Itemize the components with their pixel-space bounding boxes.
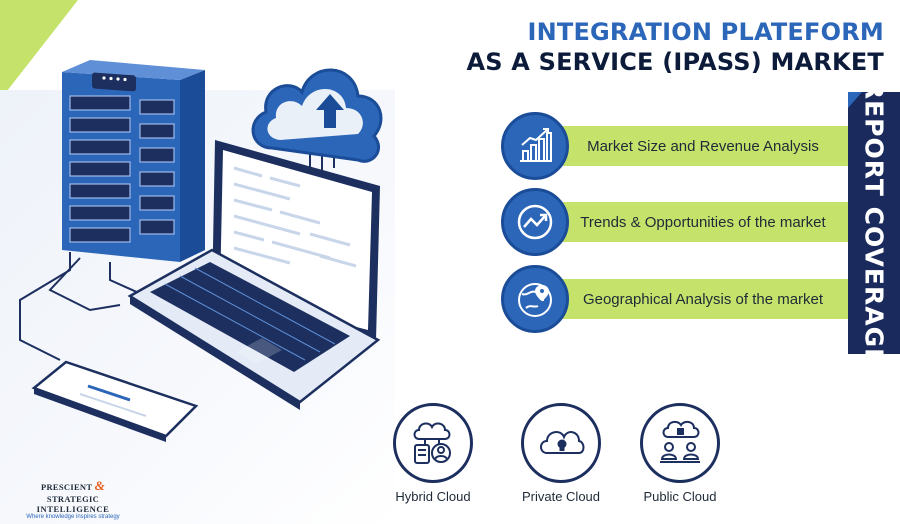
title-line-2: AS A SERVICE (IPASS) MARKET — [466, 48, 884, 76]
trend-arrow-icon — [501, 188, 569, 256]
public-cloud-icon — [640, 403, 720, 483]
option-label: Hybrid Cloud — [395, 489, 471, 504]
bar-chart-icon — [501, 112, 569, 180]
laptop-icon — [127, 140, 381, 410]
report-title: INTEGRATION PLATEFORM AS A SERVICE (IPAS… — [466, 18, 884, 78]
coverage-item-trends: Trends & Opportunities of the market — [520, 202, 852, 242]
option-label: Public Cloud — [643, 489, 717, 504]
tablet-icon — [31, 360, 199, 442]
report-coverage-banner — [848, 92, 900, 354]
cloud-computing-illustration — [19, 60, 383, 442]
logo-word-prescient: PRESCIENT — [40, 482, 93, 492]
coverage-label: Market Size and Revenue Analysis — [587, 137, 819, 155]
company-logo: PRESCIENT & STRATEGIC INTELLIGENCE Where… — [18, 478, 128, 520]
option-private-cloud: Private Cloud — [511, 403, 611, 504]
coverage-item-geographical: Geographical Analysis of the market — [520, 279, 852, 319]
option-hybrid-cloud: Hybrid Cloud — [383, 403, 483, 504]
logo-word-intelligence: INTELLIGENCE — [36, 504, 110, 514]
logo-ampersand: & — [94, 478, 106, 493]
globe-pin-icon — [501, 265, 569, 333]
server-rack-icon — [62, 60, 205, 262]
title-line-1: INTEGRATION PLATEFORM — [527, 18, 884, 46]
upload-cloud-icon — [251, 68, 383, 163]
coverage-label: Geographical Analysis of the market — [582, 290, 824, 308]
option-public-cloud: Public Cloud — [630, 403, 730, 504]
logo-tagline: Where knowledge inspires strategy — [26, 514, 120, 520]
coverage-label: Trends & Opportunities of the market — [580, 213, 826, 231]
hybrid-cloud-icon — [393, 403, 473, 483]
banner-fold — [848, 92, 862, 108]
private-cloud-icon — [521, 403, 601, 483]
logo-word-strategic: STRATEGIC — [46, 494, 100, 504]
banner-label: REPORT COVERAGE — [859, 79, 889, 367]
coverage-item-market-size: Market Size and Revenue Analysis — [520, 126, 852, 166]
option-label: Private Cloud — [521, 489, 601, 504]
